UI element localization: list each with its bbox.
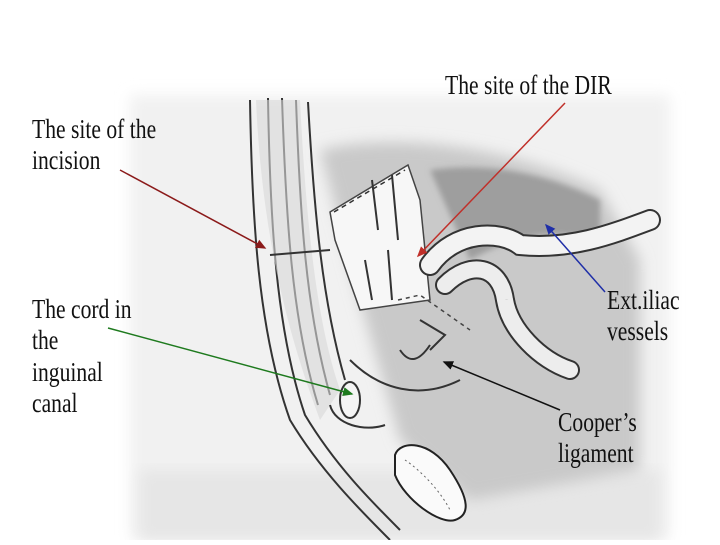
spermatic-cord	[340, 382, 360, 418]
label-coopers-ligament: Cooper’s ligament	[558, 407, 637, 470]
label-dir-site: The site of the DIR	[445, 70, 612, 101]
label-incision-site: The site of the incision	[32, 114, 156, 177]
label-cord-inguinal-canal: The cord in the inguinal canal	[32, 294, 132, 419]
label-ext-iliac-vessels: Ext.iliac vessels	[607, 285, 680, 348]
